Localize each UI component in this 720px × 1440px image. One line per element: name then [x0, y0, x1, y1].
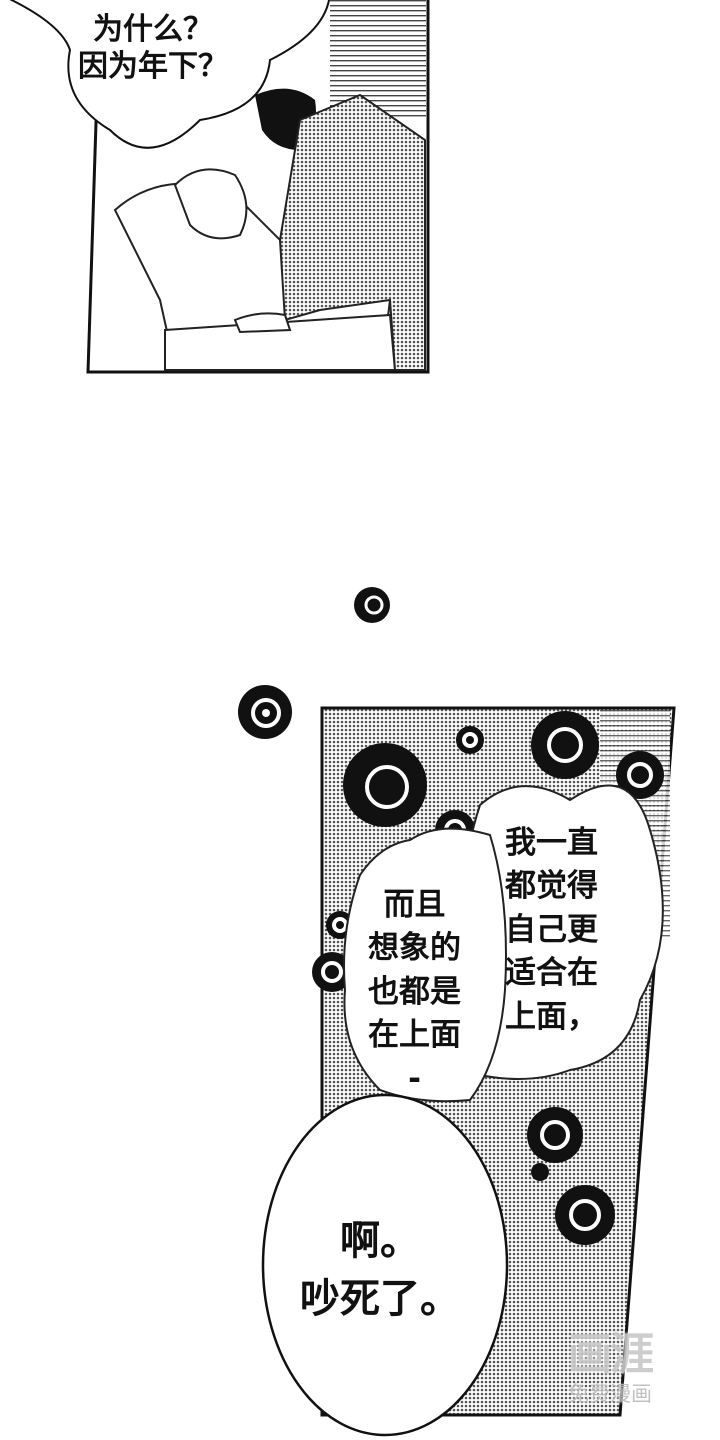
speech-bubble-why: 为什么？ 因为年下？: [78, 12, 228, 85]
swirl-decorations: [238, 587, 390, 739]
bubble-line: 我一直: [505, 825, 598, 861]
bubble-line: 啊。: [340, 1218, 420, 1264]
speech-bubble-imagined: 而且 想象的 也都是 在上面 -: [368, 884, 461, 1101]
bubble-line: 适合在: [505, 955, 598, 992]
panel-2: [261, 706, 676, 1437]
bubble-line: 吵死了。: [300, 1276, 460, 1322]
panel-1: [9, 0, 430, 374]
bubble-line: 因为年下？: [78, 48, 228, 84]
watermark-logo: 画涯 免费漫画: [568, 1318, 654, 1408]
bubble-line: 上面，: [505, 998, 598, 1035]
bubble-line: 为什么？: [93, 12, 213, 47]
speech-bubble-shut-up: 啊。 吵死了。: [300, 1212, 460, 1328]
bubble-line: 也都是: [368, 973, 461, 1010]
bubble-line: -: [408, 1060, 421, 1097]
bubble-line: 而且: [383, 887, 446, 923]
bubble-line: 在上面: [368, 1017, 461, 1054]
bubble-line: 自己更: [505, 911, 598, 948]
bubble-line: 想象的: [368, 930, 461, 967]
watermark-tagline: 免费漫画: [568, 1382, 652, 1406]
speech-bubble-always-thought: 我一直 都觉得 自己更 适合在 上面，: [505, 822, 598, 1039]
watermark-logo-text: 画涯: [568, 1329, 654, 1380]
bubble-line: 都觉得: [505, 868, 598, 905]
